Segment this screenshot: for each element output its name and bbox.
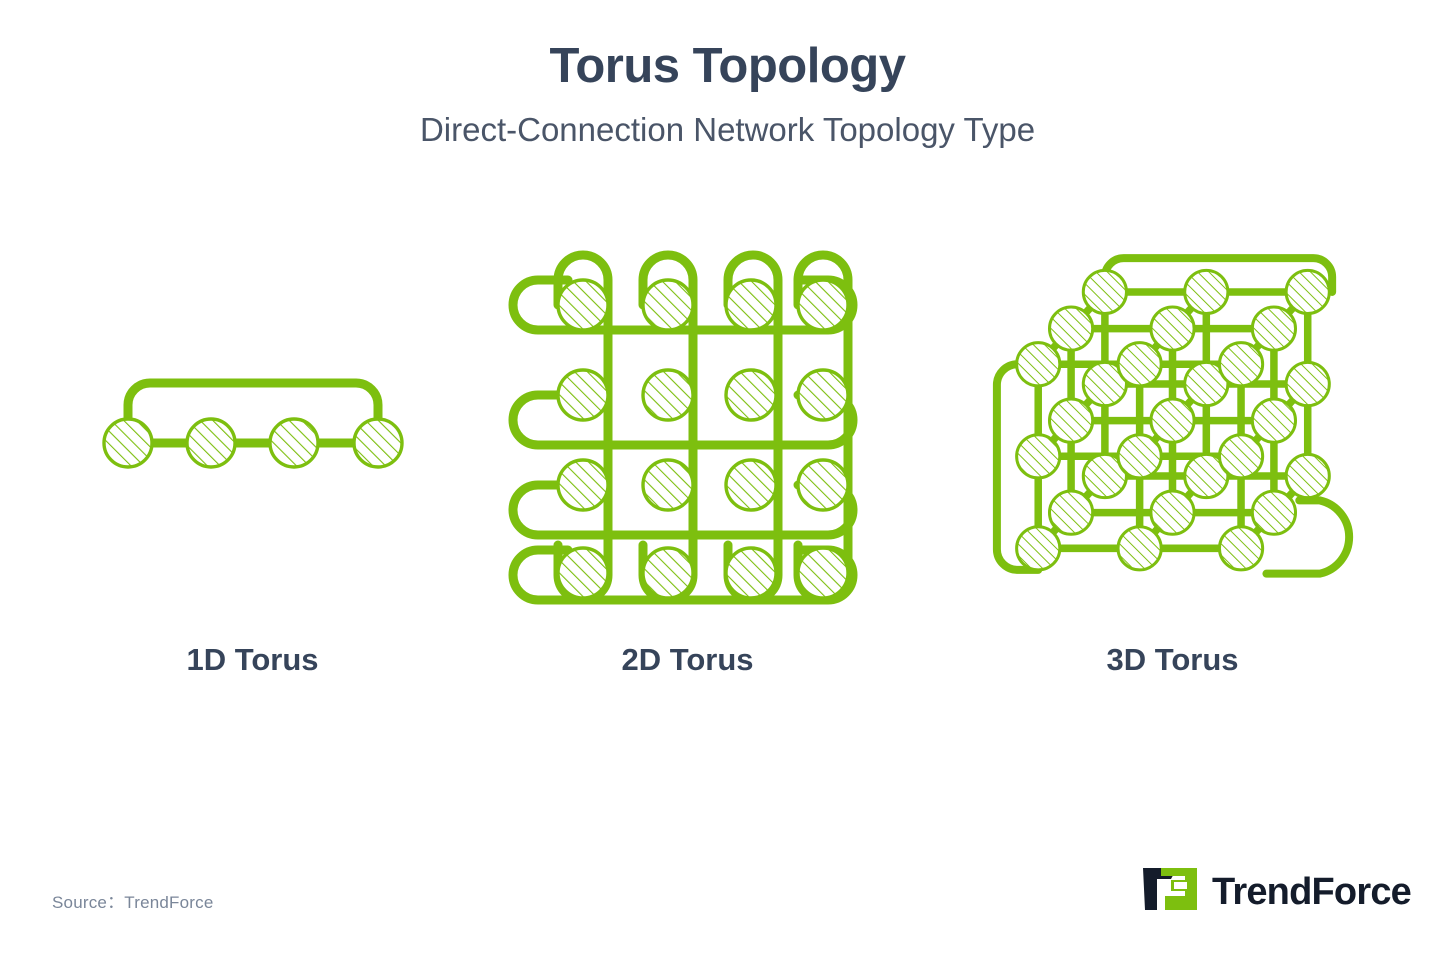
node (1284, 360, 1331, 408)
page-title: Torus Topology (549, 39, 906, 93)
node (1250, 305, 1298, 352)
diagram-row: 1D Torus (0, 230, 1455, 710)
node (1081, 360, 1128, 408)
node (1047, 397, 1095, 444)
panel-1d-torus: 1D Torus (60, 230, 445, 710)
node (267, 417, 320, 469)
svg-2d-torus (508, 250, 857, 605)
2d-nodes (555, 278, 850, 600)
node (1250, 397, 1298, 444)
label-2d-torus: 2D Torus (621, 642, 754, 677)
figure-2d-torus (495, 230, 880, 630)
figure-3d-torus (980, 230, 1365, 630)
1d-nodes (101, 417, 404, 469)
node (1284, 452, 1331, 500)
node (1015, 341, 1062, 388)
node (1015, 525, 1062, 572)
header: Torus Topology Direct-Connection Network… (0, 0, 1455, 149)
node (1116, 433, 1163, 480)
node (1183, 360, 1230, 408)
node (351, 417, 404, 469)
node (555, 458, 610, 512)
node (795, 278, 850, 332)
node (1217, 433, 1265, 480)
node (640, 458, 695, 512)
svg-3d-torus (992, 254, 1354, 578)
node (723, 278, 778, 332)
node (1149, 489, 1196, 536)
node (1217, 341, 1265, 388)
node (795, 546, 850, 600)
node (1284, 268, 1331, 316)
panel-3d-torus: 3D Torus (980, 230, 1365, 710)
node (1217, 525, 1265, 572)
node (1081, 268, 1128, 316)
node (1149, 305, 1196, 352)
label-1d-torus: 1D Torus (186, 642, 319, 677)
node (1183, 452, 1230, 500)
node (723, 546, 778, 600)
node (640, 368, 695, 422)
node (184, 417, 237, 469)
brand-lockup: TrendForce (1141, 866, 1412, 917)
node (101, 417, 154, 469)
node (1183, 268, 1230, 316)
page-subtitle: Direct-Connection Network Topology Type (419, 110, 1036, 148)
1d-wrap-loop (123, 378, 382, 448)
figure-1d-torus (60, 230, 445, 630)
node (1149, 397, 1196, 444)
node (1116, 341, 1163, 388)
node (795, 458, 850, 512)
node (723, 458, 778, 512)
node (795, 368, 850, 422)
node (1047, 305, 1095, 352)
label-3d-torus: 3D Torus (1106, 642, 1239, 677)
panel-2d-torus: 2D Torus (495, 230, 880, 710)
node (640, 278, 695, 332)
node (555, 368, 610, 422)
node (1116, 525, 1163, 572)
node (1081, 452, 1128, 500)
brand-name: TrendForce (1212, 870, 1412, 913)
node (555, 546, 610, 600)
node (723, 368, 778, 422)
svg-1d-torus (101, 378, 404, 469)
trendforce-logo-icon (1141, 866, 1199, 917)
3d-nodes (1015, 268, 1331, 572)
node (555, 278, 610, 332)
node (1047, 489, 1095, 536)
node (1015, 433, 1062, 480)
source-attribution: Source：TrendForce (52, 893, 214, 912)
node (1250, 489, 1298, 536)
trendforce-mark (1143, 868, 1198, 910)
node (640, 546, 695, 600)
